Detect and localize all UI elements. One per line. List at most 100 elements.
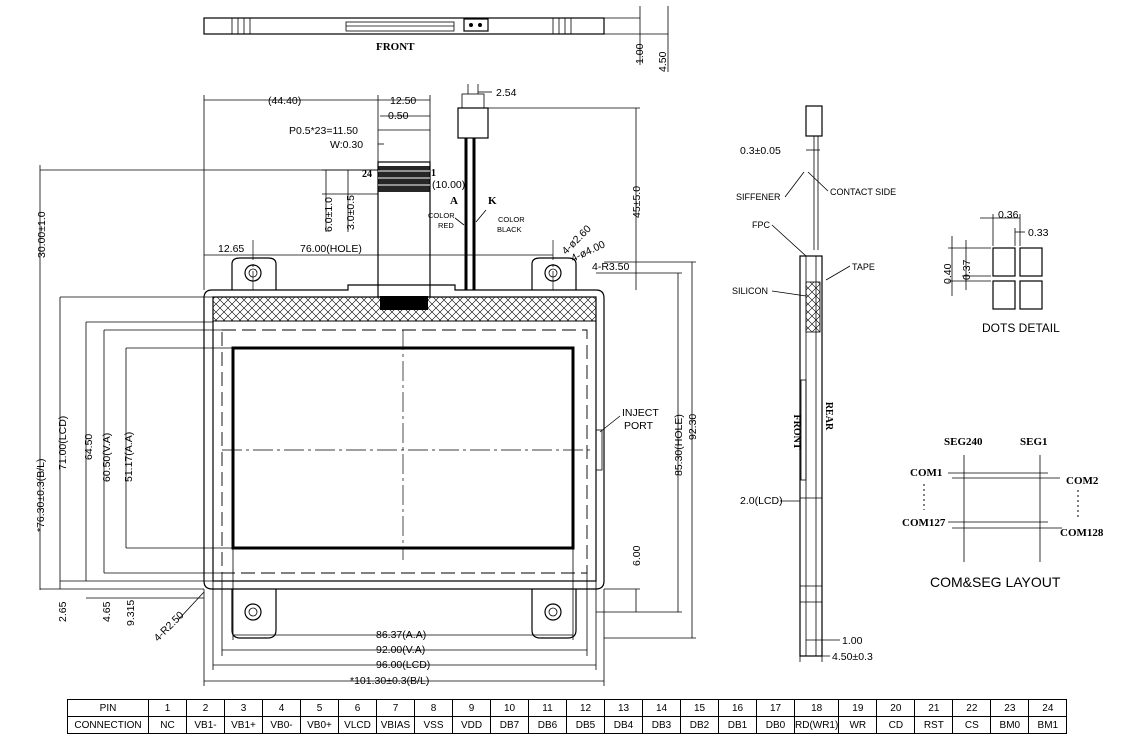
connection-cell: DB6 bbox=[528, 716, 567, 734]
pin-cell: 14 bbox=[642, 699, 681, 717]
front-edge-view: FRONT 1.00 4.50 bbox=[203, 6, 669, 72]
dim-hole-radius: 4-R3.50 bbox=[592, 261, 630, 273]
connection-cell: VSS bbox=[414, 716, 453, 734]
connection-cell: VB0- bbox=[262, 716, 301, 734]
connection-cell: DB0 bbox=[756, 716, 795, 734]
dim-aa-height: 51.17(A.A) bbox=[123, 432, 135, 482]
pin-cell: 7 bbox=[376, 699, 415, 717]
dots-detail: 0.36 0.33 0.40 0.37 DOTS DETAIL bbox=[942, 209, 1060, 335]
connection-cell: VLCD bbox=[338, 716, 377, 734]
side-lcd-thk: 2.0(LCD) bbox=[740, 495, 783, 507]
com2-label: COM2 bbox=[1066, 475, 1099, 487]
pin-cell: 9 bbox=[452, 699, 491, 717]
pin-cell: 8 bbox=[414, 699, 453, 717]
dim-hole-pitch-h: 76.00(HOLE) bbox=[300, 243, 362, 255]
led-cathode: K bbox=[488, 195, 497, 207]
dim-64: 64.50 bbox=[83, 434, 95, 460]
dim-265: 2.65 bbox=[57, 601, 69, 622]
dim-overall-width: (44.40) bbox=[268, 95, 301, 107]
connection-cell: DB4 bbox=[604, 716, 643, 734]
inject-port-2: PORT bbox=[624, 420, 654, 432]
pin-cell: 22 bbox=[952, 699, 992, 717]
side-tape: TAPE bbox=[852, 262, 875, 272]
inject-port-1: INJECT bbox=[622, 407, 659, 419]
front-dim-1: 1.00 bbox=[634, 43, 646, 64]
com127-label: COM127 bbox=[902, 517, 946, 529]
pin-cell: 24 bbox=[1028, 699, 1068, 717]
pin-cell: 17 bbox=[756, 699, 795, 717]
fpc-and-top-dims: (44.40) 12.50 0.50 P0.5*23=11.50 W:0.30 … bbox=[36, 84, 643, 590]
pin-cell: 19 bbox=[838, 699, 878, 717]
pin-cell: 2 bbox=[186, 699, 225, 717]
dim-connector-pitch: 2.54 bbox=[496, 87, 517, 99]
connection-cell: DB2 bbox=[680, 716, 719, 734]
connection-cell: VB0+ bbox=[300, 716, 339, 734]
connection-cell: CD bbox=[876, 716, 916, 734]
dim-va-height: 60.50(V.A) bbox=[101, 433, 113, 482]
dim-465: 4.65 bbox=[101, 601, 113, 622]
connection-cell: VDD bbox=[452, 716, 491, 734]
dim-fpc-a: 6.0±1.0 bbox=[323, 197, 335, 232]
dim-9315: 9.315 bbox=[125, 600, 137, 626]
side-view: 0.3±0.05 SIFFENER CONTACT SIDE FPC TAPE … bbox=[732, 105, 896, 663]
com1-label: COM1 bbox=[910, 467, 942, 479]
pin-cell: 21 bbox=[914, 699, 954, 717]
pin-table: PIN 1 2 3 4 5 6 7 8 9 10 11 12 13 14 15 … bbox=[67, 699, 1068, 734]
seg240-label: SEG240 bbox=[944, 436, 983, 448]
dots-h1: 0.40 bbox=[942, 263, 954, 284]
connection-cell: NC bbox=[148, 716, 187, 734]
com-seg-layout: SEG240 SEG1 COM1 COM2 COM127 COM128 COM&… bbox=[902, 436, 1104, 590]
dim-fpc-pad: (10.00) bbox=[432, 179, 465, 191]
side-rear: REAR bbox=[823, 402, 834, 431]
dots-h2: 0.37 bbox=[961, 259, 973, 280]
side-contact: CONTACT SIDE bbox=[830, 187, 896, 197]
connection-cell: VB1- bbox=[186, 716, 225, 734]
connection-cell: DB3 bbox=[642, 716, 681, 734]
dim-bl-height: *76.30±0.3(B/L) bbox=[35, 459, 47, 532]
dots-title: DOTS DETAIL bbox=[982, 321, 1060, 335]
dim-corner-radius: 4-R2.50 bbox=[152, 609, 187, 644]
fpc-pin-1: 1 bbox=[431, 168, 436, 179]
dim-fpc-width: 12.50 bbox=[390, 95, 416, 107]
dim-aa-width: 86.37(A.A) bbox=[376, 629, 426, 641]
dim-lcd-width: 96.00(LCD) bbox=[376, 659, 430, 671]
dim-pitch: P0.5*23=11.50 bbox=[289, 125, 358, 137]
pin-cell: 23 bbox=[990, 699, 1030, 717]
pin-cell: 15 bbox=[680, 699, 719, 717]
dots-w1: 0.36 bbox=[998, 209, 1019, 221]
pin-header: PIN bbox=[67, 699, 149, 717]
connection-cell: RD(WR1) bbox=[793, 716, 840, 734]
side-silicon: SILICON bbox=[732, 286, 768, 296]
pin-cell: 1 bbox=[148, 699, 187, 717]
connection-cell: CS bbox=[952, 716, 992, 734]
pin-cell: 6 bbox=[338, 699, 377, 717]
anode-color-2: RED bbox=[438, 221, 454, 230]
connection-cell: DB5 bbox=[566, 716, 605, 734]
pin-cell: 11 bbox=[528, 699, 567, 717]
side-siffener: SIFFENER bbox=[736, 192, 781, 202]
seg1-label: SEG1 bbox=[1020, 436, 1048, 448]
dim-overall-height: 30.00±1.0 bbox=[36, 211, 48, 258]
dim-total-height: 92.30 bbox=[687, 414, 699, 440]
connection-cell: RST bbox=[914, 716, 954, 734]
front-dim-2: 4.50 bbox=[657, 51, 669, 72]
connection-cell: WR bbox=[838, 716, 878, 734]
connection-header: CONNECTION bbox=[67, 716, 149, 734]
side-front: FRONT bbox=[791, 415, 802, 450]
connection-row: CONNECTION NC VB1- VB1+ VB0- VB0+ VLCD V… bbox=[67, 716, 1068, 734]
com-seg-title: COM&SEG LAYOUT bbox=[930, 574, 1061, 590]
dots-w2: 0.33 bbox=[1028, 227, 1049, 239]
pin-cell: 3 bbox=[224, 699, 263, 717]
pin-cell: 10 bbox=[490, 699, 529, 717]
pin-cell: 18 bbox=[793, 699, 840, 717]
side-dim-top: 0.3±0.05 bbox=[740, 145, 781, 157]
dim-lcd-height: 71.00(LCD) bbox=[57, 416, 69, 470]
pin-cell: 20 bbox=[876, 699, 916, 717]
side-dim-2: 4.50±0.3 bbox=[832, 651, 873, 663]
com128-label: COM128 bbox=[1060, 527, 1104, 539]
dim-va-width: 92.00(V.A) bbox=[376, 644, 425, 656]
cathode-color-1: COLOR bbox=[498, 215, 525, 224]
dim-bottom-6: 6.00 bbox=[631, 545, 643, 566]
led-anode: A bbox=[450, 195, 458, 207]
